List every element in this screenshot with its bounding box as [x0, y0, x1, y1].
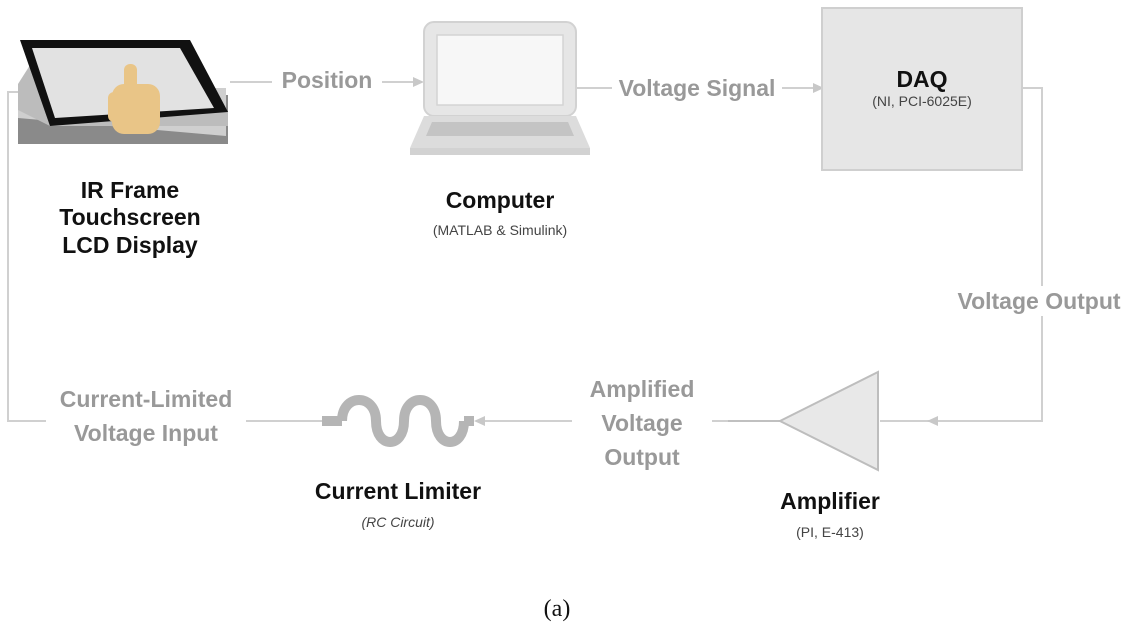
hand-pointer-icon	[108, 64, 160, 134]
edge-label-amplified-line-1: Amplified	[572, 374, 712, 404]
edge-label-voltage-output: Voltage Output	[948, 286, 1130, 316]
daq-title: DAQ	[896, 66, 948, 92]
laptop-icon	[410, 21, 590, 155]
voltage-output-arrowhead	[927, 416, 938, 426]
amplifier-triangle-icon	[728, 370, 879, 472]
figure-caption: (a)	[543, 596, 571, 622]
amplified-output-arrowhead	[474, 416, 485, 426]
touchscreen-icon	[18, 40, 228, 144]
edge-label-current-limited-line-2: Voltage Input	[46, 418, 246, 448]
daq-subtitle: (NI, PCI-6025E)	[872, 93, 972, 109]
limiter-title: Current Limiter	[314, 478, 482, 504]
edge-label-position: Position	[272, 65, 382, 95]
edge-label-current-limited-line-1: Current-Limited	[46, 384, 246, 414]
position-arrowhead	[413, 77, 424, 87]
touchscreen-title-line-3: LCD Display	[62, 232, 198, 258]
limiter-subtitle: (RC Circuit)	[361, 514, 435, 530]
computer-title: Computer	[445, 187, 555, 213]
voltage-signal-arrowhead	[813, 83, 824, 93]
amplifier-subtitle: (PI, E-413)	[796, 524, 864, 540]
edge-label-amplified-line-2: Voltage	[572, 408, 712, 438]
amplifier-title: Amplifier	[780, 488, 880, 514]
edge-label-amplified-line-3: Output	[572, 442, 712, 472]
voltage-output-connector	[880, 87, 1043, 422]
computer-subtitle: (MATLAB & Simulink)	[432, 222, 568, 238]
edge-label-voltage-signal: Voltage Signal	[612, 73, 782, 103]
touchscreen-title-line-2: Touchscreen	[59, 204, 201, 230]
touchscreen-title-line-1: IR Frame	[80, 177, 180, 203]
arrowheads	[413, 77, 938, 426]
daq-box	[821, 7, 1023, 171]
resistor-coil-icon	[322, 395, 474, 447]
